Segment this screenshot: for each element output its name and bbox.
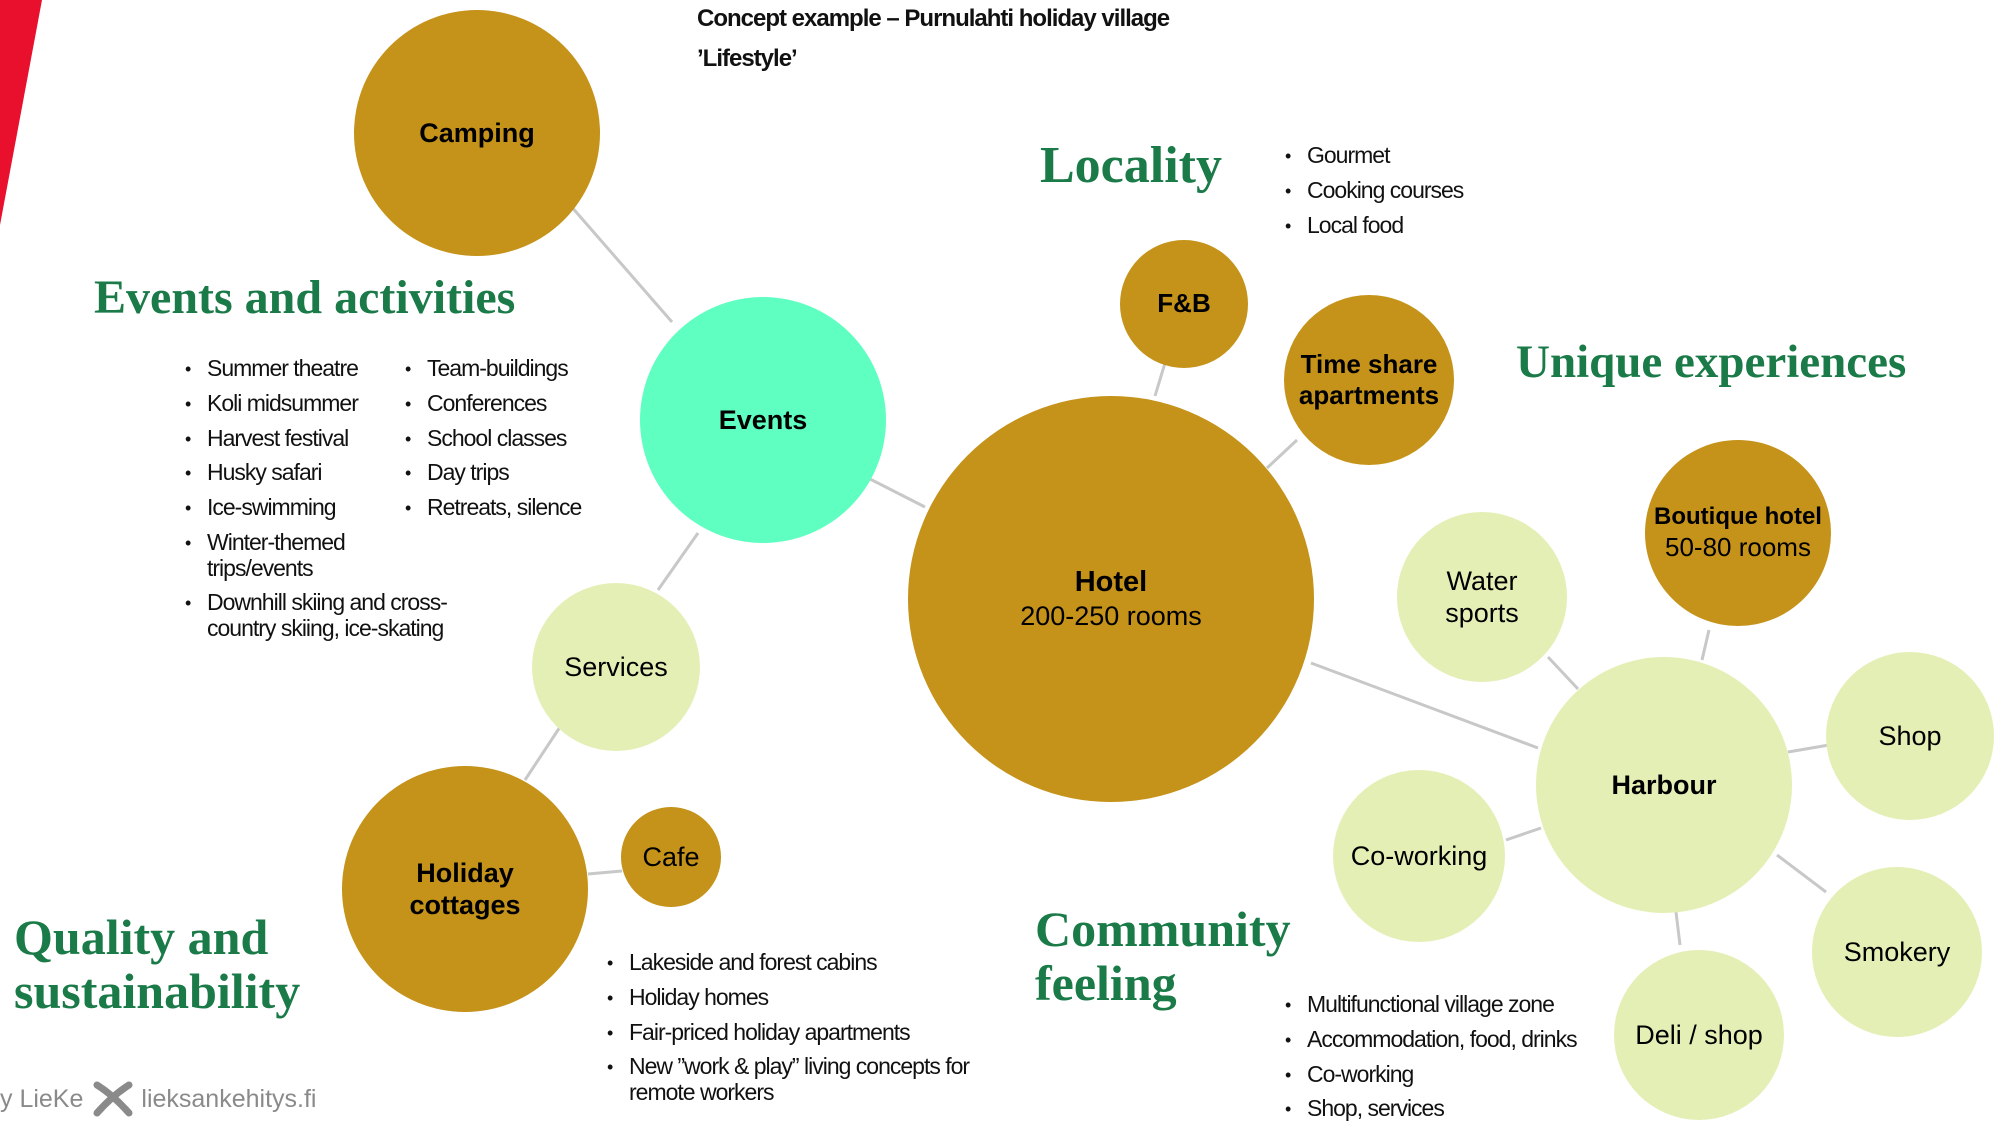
connector-hotel-fnb (1153, 362, 1167, 397)
connector-harbour-water (1546, 655, 1580, 691)
heading-locality: Locality (1040, 137, 1222, 194)
connector-harbour-deli (1674, 911, 1682, 946)
list-item: Multifunctional village zone (1285, 991, 1615, 1018)
community-list: Multifunctional village zone Accommodati… (1285, 991, 1615, 1131)
list-item: Cooking courses (1285, 177, 1545, 204)
node-harbour-label: Harbour (1611, 769, 1717, 800)
page-title: Concept example – Purnulahti holiday vil… (697, 5, 1170, 32)
connector-services-cottages (523, 726, 562, 781)
node-water-line2: sports (1445, 598, 1519, 628)
node-water-line1: Water (1446, 565, 1518, 596)
list-item: School classes (405, 425, 605, 452)
connector-hotel-timeshare (1265, 438, 1299, 470)
node-coworking: Co-working (1333, 770, 1505, 942)
node-camping: Camping (354, 10, 600, 256)
heading-quality-sustainability: Quality and sustainability (14, 910, 300, 1018)
node-events: Events (640, 297, 886, 543)
list-item: Gourmet (1285, 142, 1545, 169)
node-harbour: Harbour (1536, 657, 1792, 913)
node-boutique-subtitle: 50-80 rooms (1665, 531, 1811, 562)
node-hotel-subtitle: 200-250 rooms (1020, 601, 1202, 632)
events-list-col2: Team-buildings Conferences School classe… (405, 355, 605, 530)
connector-harbour-boutique (1700, 629, 1711, 661)
red-accent-shape (0, 0, 42, 225)
node-services: Services (532, 583, 700, 751)
connector-harbour-smokery (1776, 853, 1827, 894)
node-cafe: Cafe (621, 807, 721, 907)
footer-site-link[interactable]: lieksankehitys.fi (141, 1084, 317, 1113)
node-fnb: F&B (1120, 240, 1248, 368)
heading-community-line1: Community (1035, 901, 1291, 957)
connector-cottages-cafe (587, 869, 623, 876)
lieke-logo-icon (93, 1081, 133, 1117)
footer-prefix: y LieKe (0, 1084, 84, 1113)
list-item: Retreats, silence (405, 494, 605, 521)
list-item: Winter-themed trips/events (185, 529, 397, 582)
list-item: Day trips (405, 459, 605, 486)
list-item: Downhill skiing and cross-country skiing… (185, 589, 477, 642)
node-timeshare: Time share apartments (1284, 295, 1454, 465)
list-item: Local food (1285, 212, 1545, 239)
node-smokery-label: Smokery (1843, 936, 1951, 967)
connector-events-hotel (867, 476, 926, 509)
node-boutique-title: Boutique hotel (1654, 503, 1822, 530)
list-item: Shop, services (1285, 1095, 1615, 1122)
list-item: Fair-priced holiday apartments (607, 1019, 1002, 1046)
list-item: New ”work & play” living concepts for re… (607, 1053, 1002, 1106)
node-shop-label: Shop (1878, 720, 1942, 751)
heading-events-activities: Events and activities (94, 271, 516, 324)
list-item: Holiday homes (607, 984, 1002, 1011)
heading-community-line2: feeling (1035, 955, 1177, 1011)
list-item: Conferences (405, 390, 605, 417)
connector-harbour-coworking (1505, 826, 1542, 842)
events-list-col1: Summer theatre Koli midsummer Harvest fe… (185, 355, 460, 651)
node-cottages-line1: Holiday (416, 857, 514, 888)
node-shop: Shop (1826, 652, 1994, 820)
node-water-sports: Water sports (1397, 512, 1567, 682)
list-item: Koli midsummer (185, 390, 460, 417)
node-timeshare-line1: Time share (1300, 348, 1438, 379)
node-hotel: Hotel 200-250 rooms (908, 396, 1314, 802)
list-item: Summer theatre (185, 355, 460, 382)
locality-list: Gourmet Cooking courses Local food (1285, 142, 1545, 247)
list-item: Lakeside and forest cabins (607, 949, 1002, 976)
cottages-list: Lakeside and forest cabins Holiday homes… (607, 949, 1002, 1115)
heading-unique-experiences: Unique experiences (1516, 336, 1907, 388)
node-deli-shop: Deli / shop (1614, 950, 1784, 1120)
node-cottages-line2: cottages (409, 890, 521, 920)
page-subtitle: ’Lifestyle’ (697, 45, 798, 72)
heading-community-feeling: Community feeling (1035, 902, 1291, 1010)
connector-harbour-shop (1787, 743, 1830, 754)
footer: y LieKe lieksankehitys.fi (0, 1081, 316, 1117)
list-item: Co-working (1285, 1061, 1615, 1088)
node-hotel-title: Hotel (1074, 566, 1148, 599)
node-services-label: Services (564, 651, 668, 682)
node-timeshare-line2: apartments (1298, 380, 1440, 410)
list-item: Husky safari (185, 459, 460, 486)
node-cafe-label: Cafe (642, 841, 700, 872)
list-item: Ice-swimming (185, 494, 460, 521)
node-events-label: Events (718, 404, 808, 435)
node-fnb-label: F&B (1157, 288, 1211, 319)
connector-camping-events (568, 204, 674, 323)
node-camping-label: Camping (419, 117, 535, 148)
heading-quality-line1: Quality and (14, 909, 269, 965)
list-item: Accommodation, food, drinks (1285, 1026, 1615, 1053)
node-boutique-hotel: Boutique hotel 50-80 rooms (1645, 440, 1831, 626)
connector-events-services (656, 532, 700, 591)
list-item: Team-buildings (405, 355, 605, 382)
heading-quality-line2: sustainability (14, 963, 301, 1019)
list-item: Harvest festival (185, 425, 460, 452)
node-coworking-label: Co-working (1350, 840, 1488, 871)
node-deli-label: Deli / shop (1635, 1019, 1763, 1050)
connector-hotel-harbour (1310, 661, 1539, 750)
node-smokery: Smokery (1812, 867, 1982, 1037)
node-holiday-cottages: Holiday cottages (342, 766, 588, 1012)
